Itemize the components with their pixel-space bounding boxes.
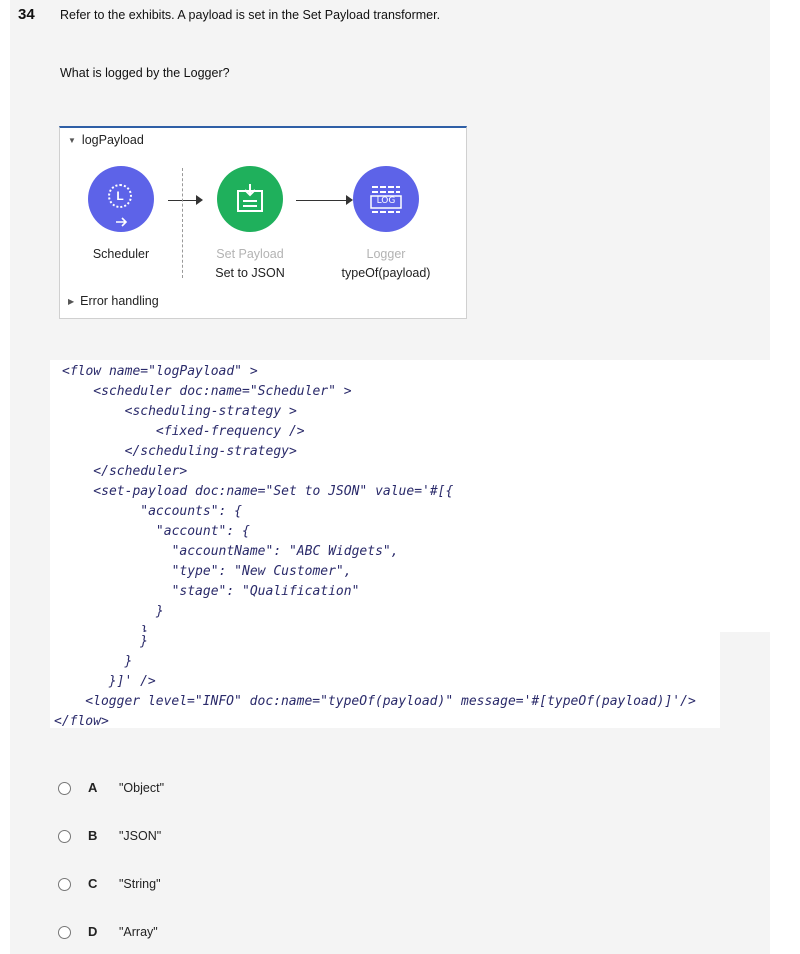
error-handling-section[interactable]: ▶ Error handling	[68, 294, 159, 308]
option-text: "String"	[119, 877, 161, 891]
flow-arrowhead-1	[196, 195, 203, 205]
option-letter: D	[88, 924, 98, 939]
question-text: Refer to the exhibits. A payload is set …	[60, 8, 441, 22]
question-number: 34	[18, 6, 35, 23]
logger-subtitle: typeOf(payload)	[341, 266, 431, 280]
source-separator	[182, 168, 183, 278]
set-payload-label: Set Payload	[216, 247, 284, 261]
option-letter: C	[88, 876, 98, 891]
radio-button-b[interactable]	[58, 830, 71, 843]
flow-title[interactable]: ▼ logPayload	[68, 133, 144, 147]
set-payload-icon	[237, 184, 263, 212]
logger-component[interactable]: LOG	[353, 166, 419, 232]
option-letter: A	[88, 780, 98, 795]
scheduler-arrow-icon	[116, 217, 128, 227]
flow-arrow-2	[296, 200, 346, 201]
option-text: "Array"	[119, 925, 158, 939]
option-text: "Object"	[119, 781, 165, 795]
radio-button-a[interactable]	[58, 782, 71, 795]
set-payload-component[interactable]	[217, 166, 283, 232]
collapse-triangle-icon[interactable]: ▼	[68, 136, 76, 145]
expand-triangle-icon[interactable]: ▶	[68, 297, 75, 306]
scheduler-component[interactable]: L	[88, 166, 154, 232]
flow-diagram: ▼logPayload L LOG Scheduler Set Payload …	[59, 126, 467, 319]
radio-button-d[interactable]	[58, 926, 71, 939]
radio-button-c[interactable]	[58, 878, 71, 891]
code-exhibit-top: <flow name="logPayload" > <scheduler doc…	[50, 360, 770, 639]
error-handling-label: Error handling	[80, 294, 159, 308]
scheduler-label: Scheduler	[92, 247, 150, 261]
option-letter: B	[88, 828, 98, 843]
clock-icon: L	[108, 184, 132, 208]
flow-arrowhead-2	[346, 195, 353, 205]
log-icon-text: LOG	[376, 196, 396, 206]
question-ask: What is logged by the Logger?	[60, 66, 230, 80]
code-block: <flow name="logPayload" > <scheduler doc…	[62, 364, 454, 639]
log-icon	[370, 186, 402, 213]
set-payload-subtitle: Set to JSON	[215, 266, 285, 280]
code-exhibit-bottom: } } }]' /> <logger level="INFO" doc:name…	[50, 632, 720, 729]
logger-label: Logger	[366, 247, 406, 261]
code-block-continued: } } }]' /> <logger level="INFO" doc:name…	[54, 634, 696, 729]
flow-title-label: logPayload	[81, 133, 144, 147]
question-number-band	[10, 0, 50, 954]
option-text: "JSON"	[119, 829, 162, 843]
